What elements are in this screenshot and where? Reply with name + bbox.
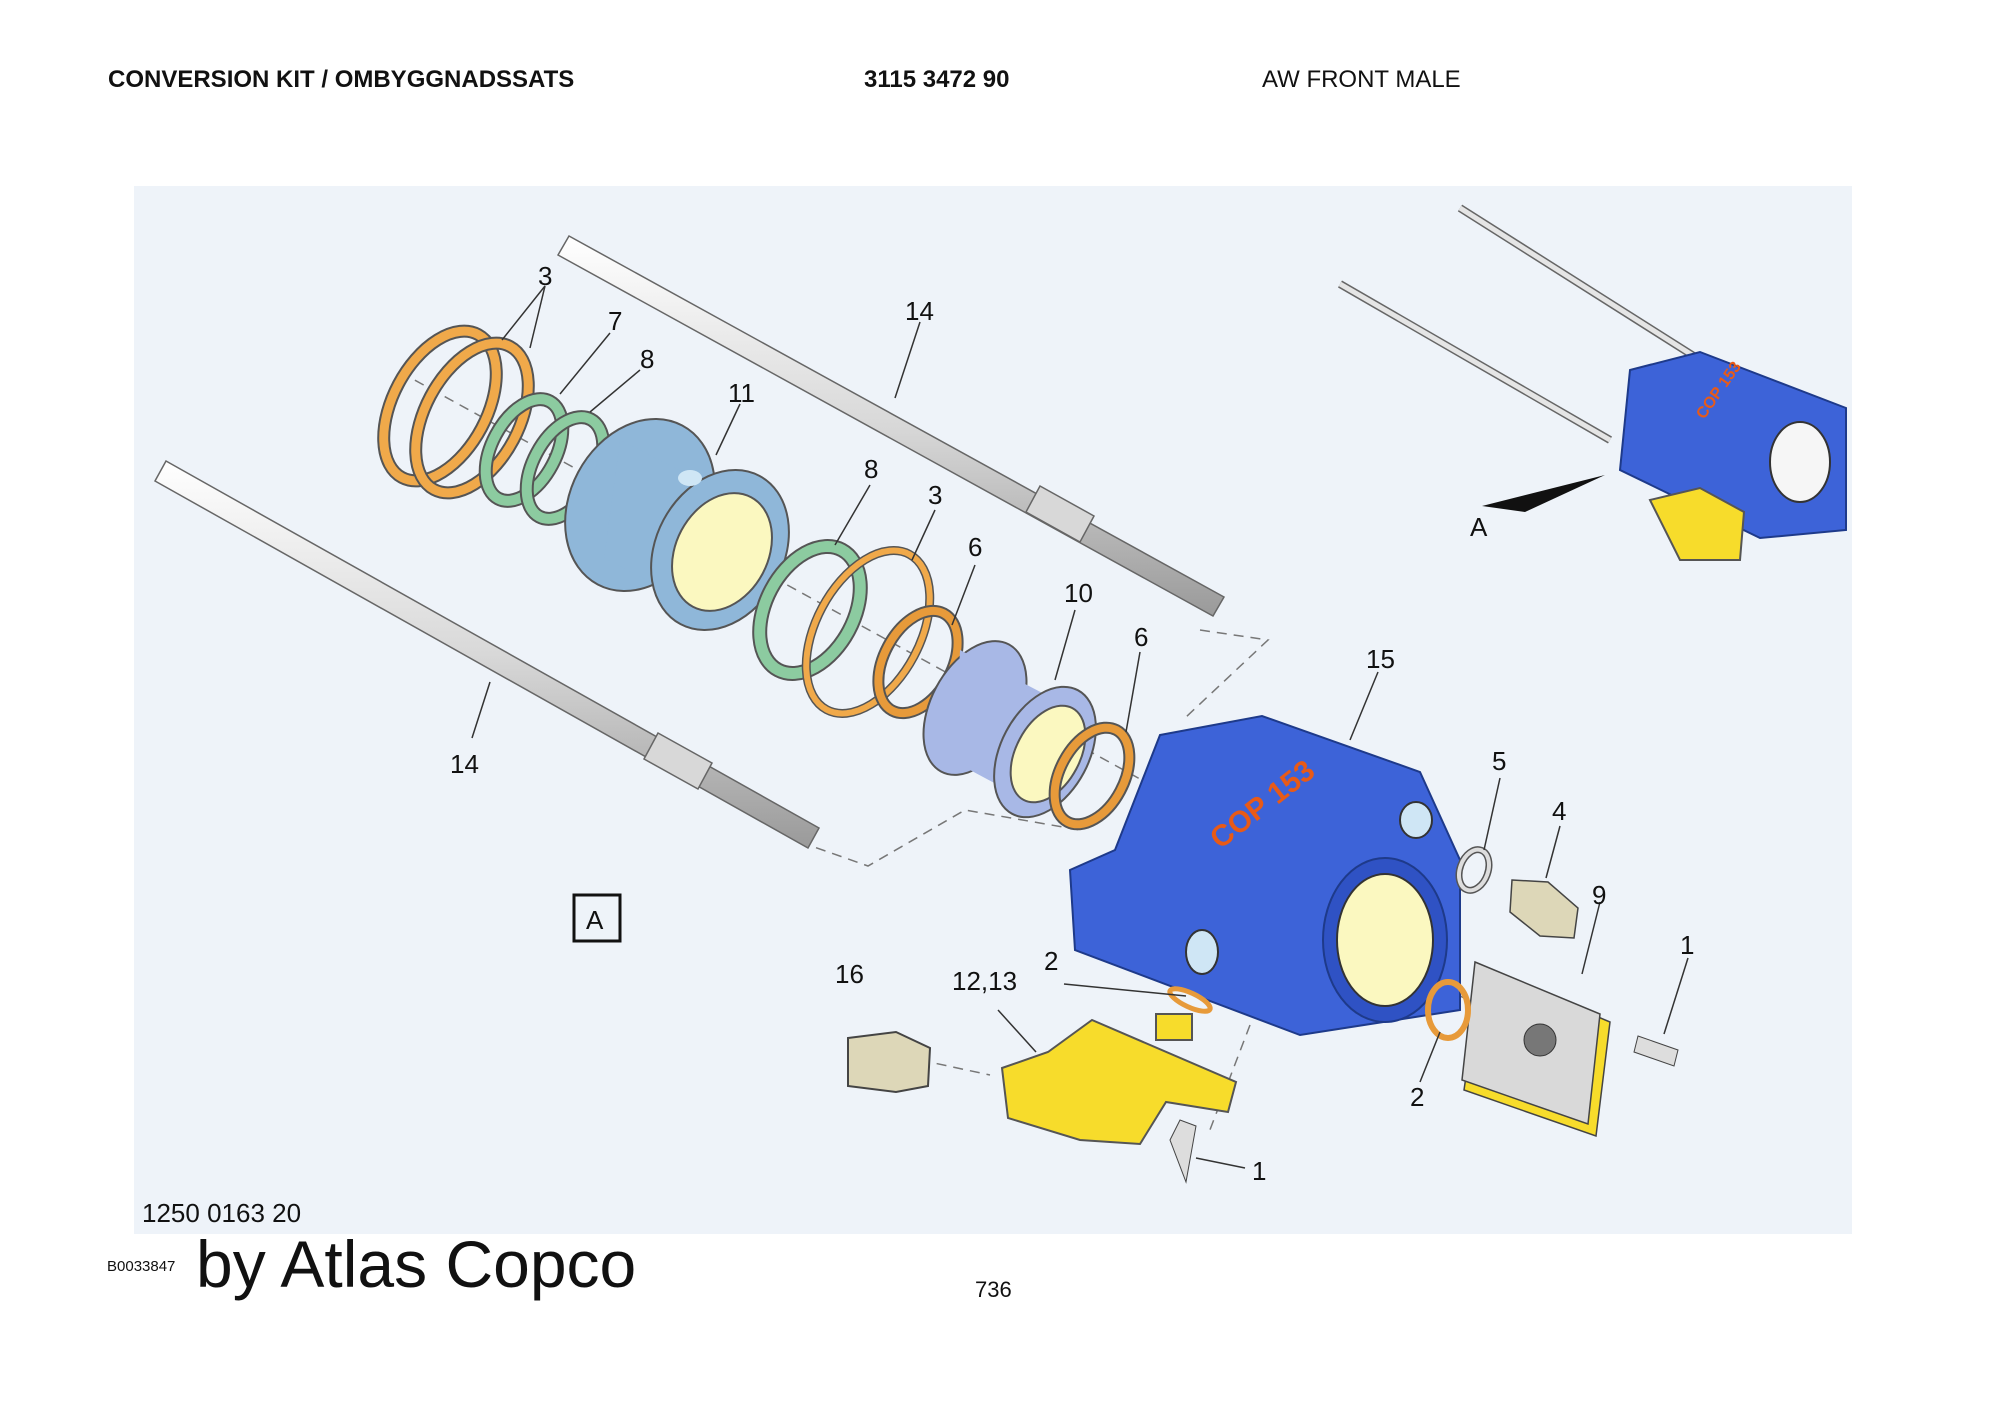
o-ring-2-small (1167, 986, 1213, 1014)
front-head-housing-15: COP 153 (1068, 714, 1461, 1037)
drawing-number: 1250 0163 20 (142, 1198, 302, 1228)
front-sleeve-11 (564, 418, 790, 632)
part-number: 3115 3472 90 (864, 66, 1010, 93)
page-number: 736 (975, 1277, 1012, 1302)
view-label: A (1470, 512, 1488, 542)
callout-labels: 3 7 8 11 14 8 3 6 10 6 14 15 5 4 9 1 16 … (450, 261, 1694, 1186)
callout-8-second: 8 (864, 454, 878, 484)
part-description: AW FRONT MALE (1262, 66, 1461, 93)
callout-7: 7 (608, 306, 622, 336)
fitting-16 (847, 1030, 932, 1094)
callout-15: 15 (1366, 644, 1395, 674)
seal-ring-8 (752, 539, 868, 681)
cover-plate-9 (1461, 960, 1611, 1138)
bolt-1-right (1633, 1035, 1679, 1067)
o-ring-3 (801, 546, 935, 718)
swivel-12-13 (1000, 1013, 1238, 1146)
inset-assembled-view: COP 153 (1337, 204, 1847, 561)
callout-9: 9 (1592, 880, 1606, 910)
nut-4 (1509, 879, 1579, 939)
document-title: CONVERSION KIT / OMBYGGNADSSATS (108, 66, 575, 93)
view-arrow (1482, 475, 1605, 512)
callout-16: 16 (835, 959, 864, 989)
callout-2: 2 (1044, 946, 1058, 976)
o-ring-3-pair (377, 324, 535, 500)
backup-ring-6-rear (1048, 721, 1136, 831)
callout-3: 3 (538, 261, 552, 291)
brand-text: by Atlas Copco (196, 1227, 637, 1301)
view-box-label: A (586, 905, 604, 935)
callout-10: 10 (1064, 578, 1093, 608)
callout-6-second: 6 (1134, 622, 1148, 652)
callout-2-second: 2 (1410, 1082, 1424, 1112)
callout-3-second: 3 (928, 480, 942, 510)
tie-rod-lower (153, 459, 821, 850)
exploded-view-panel: COP 153 COP 15 (134, 186, 1852, 1234)
callout-1-second: 1 (1252, 1156, 1266, 1186)
leader-lines (471, 285, 1689, 1169)
callout-14-second: 14 (450, 749, 479, 779)
o-ring-2-right (1425, 979, 1471, 1041)
exploded-view-diagram: COP 153 COP 15 (153, 204, 1847, 1186)
image-code: B0033847 (107, 1258, 176, 1275)
callout-4: 4 (1552, 796, 1566, 826)
bushing-10 (922, 640, 1097, 819)
washer-5 (1455, 846, 1493, 894)
callout-14: 14 (905, 296, 934, 326)
view-box (572, 893, 622, 943)
callout-12-13: 12,13 (952, 966, 1017, 996)
callout-11: 11 (728, 378, 755, 408)
callout-8: 8 (640, 344, 654, 374)
tie-rod-upper (556, 234, 1226, 618)
bolt-1-bottom (1169, 1119, 1197, 1184)
callout-1: 1 (1680, 930, 1694, 960)
callout-5: 5 (1492, 746, 1506, 776)
callout-6: 6 (968, 532, 982, 562)
